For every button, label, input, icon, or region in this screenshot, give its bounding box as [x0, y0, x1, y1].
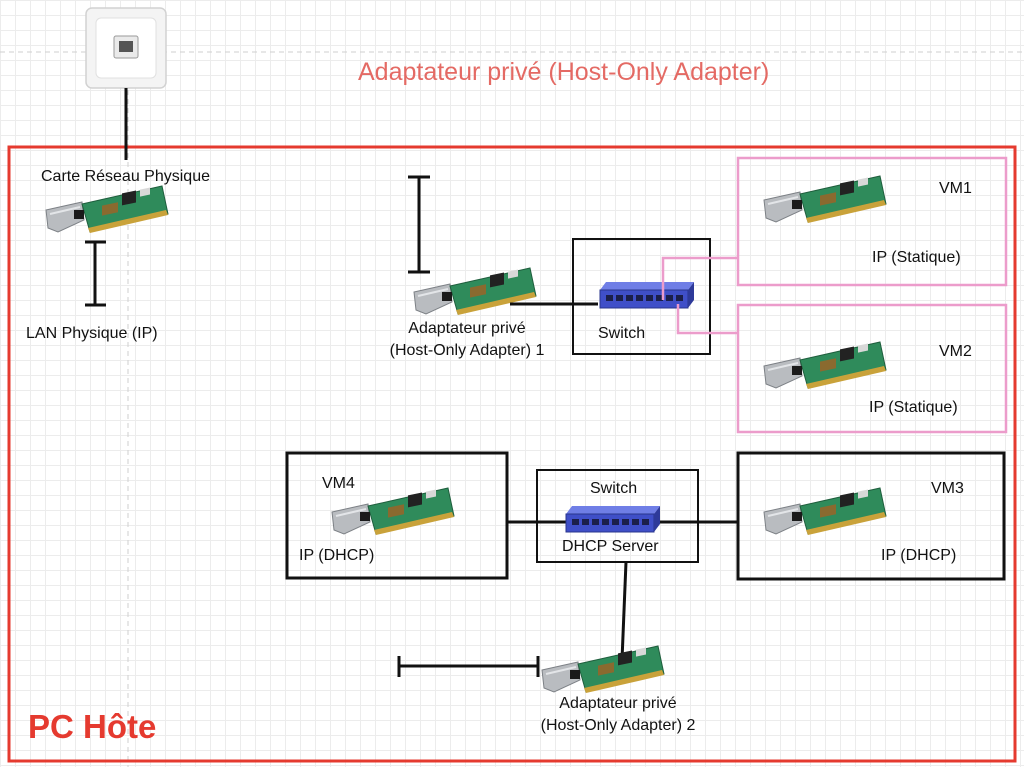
vm3-ip: IP (DHCP): [881, 547, 957, 564]
adapter2-label-line1: Adaptateur privé: [559, 695, 677, 712]
switch1-label: Switch: [598, 325, 646, 342]
vm2-box: [736, 303, 1008, 434]
physical-nic-label: Carte Réseau Physique: [41, 168, 210, 185]
adapter1-label-line1: Adaptateur privé: [408, 320, 526, 337]
ethernet-wall-jack-icon: [85, 7, 167, 89]
adapter1-link-icon: [408, 175, 430, 274]
adapter2-network-card-icon: [541, 645, 665, 694]
diagram-title: Adaptateur privé (Host-Only Adapter): [358, 58, 770, 86]
vm2-ip: IP (Statique): [869, 399, 958, 416]
vm4-box: [285, 451, 509, 580]
dhcp-server-label: DHCP Server: [562, 538, 659, 555]
host-label: PC Hôte: [28, 708, 157, 745]
adapter2-cable: [620, 561, 628, 661]
switch1-network-switch-icon: [599, 281, 695, 309]
vm3-name: VM3: [931, 480, 964, 497]
adapter2-label-line2: (Host-Only Adapter) 2: [540, 717, 696, 734]
switch2-label: Switch: [590, 480, 638, 497]
adapter1-label-line2: (Host-Only Adapter) 1: [389, 342, 545, 359]
vm4-network-card-icon: [331, 487, 455, 536]
vm4-name: VM4: [322, 475, 355, 492]
vm2-network-card-icon: [763, 341, 887, 390]
adapter2-link-icon: [397, 656, 540, 677]
static-vm-links: [661, 256, 738, 335]
vm3-network-card-icon: [763, 487, 887, 536]
lan-link-icon: [85, 240, 106, 307]
adapter1-network-card-icon: [413, 267, 537, 316]
vm2-name: VM2: [939, 343, 972, 360]
vm1-name: VM1: [939, 180, 972, 197]
physical-network-card-icon: [45, 185, 169, 234]
vm1-ip: IP (Statique): [872, 249, 961, 266]
vm1-box: [736, 156, 1008, 287]
vm3-box: [736, 451, 1006, 581]
vm1-network-card-icon: [763, 175, 887, 224]
switch2-box: [536, 469, 699, 563]
vm4-ip: IP (DHCP): [299, 547, 375, 564]
host-pc-border: [7, 145, 1017, 763]
switch1-box: [572, 238, 711, 355]
lan-label: LAN Physique (IP): [26, 325, 158, 342]
switch2-network-switch-icon: [565, 505, 661, 533]
